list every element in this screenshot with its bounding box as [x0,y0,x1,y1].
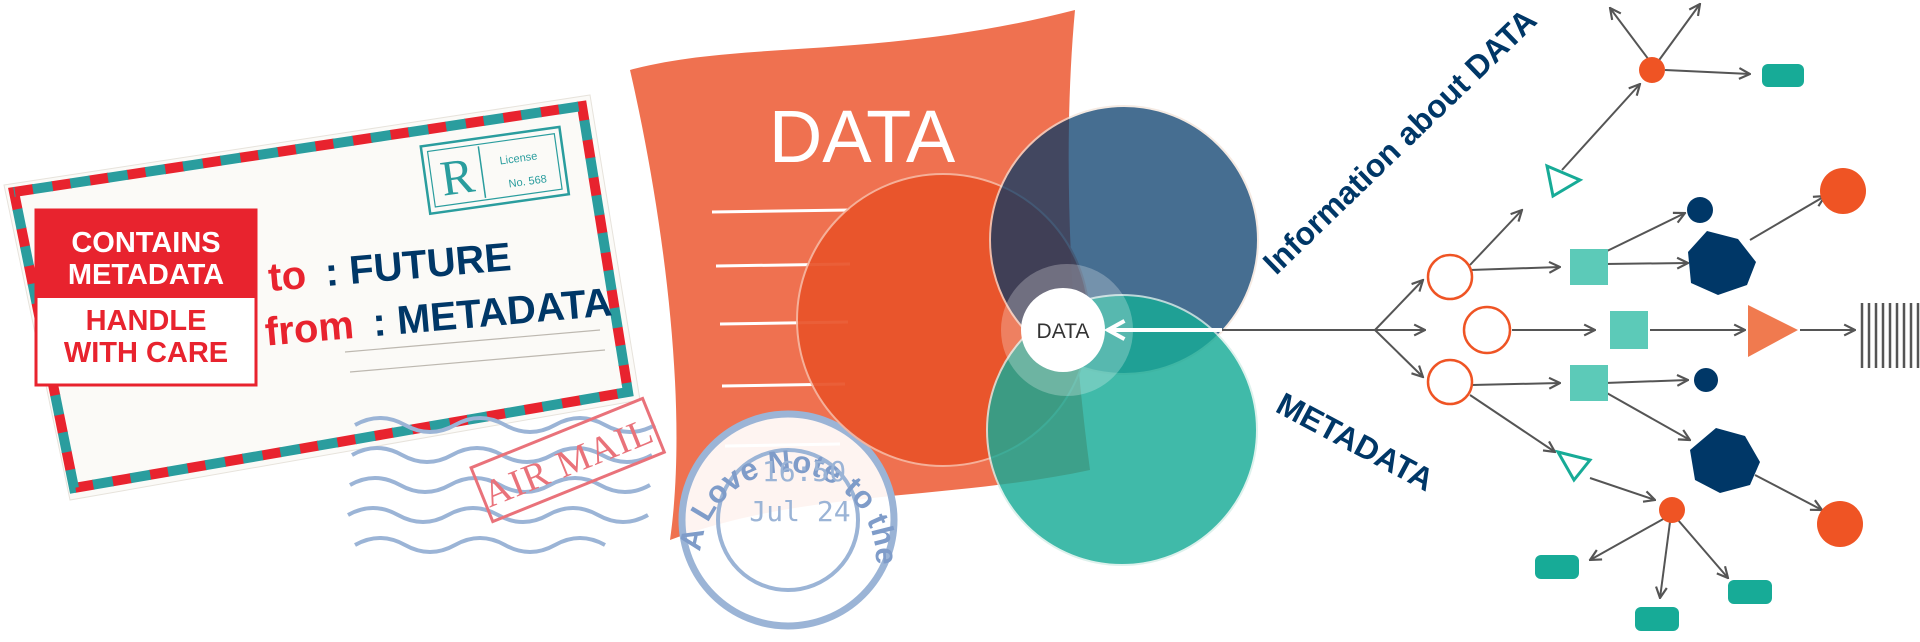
graph-edge [1374,329,1423,377]
node-teal-square [1610,311,1648,349]
label-metadata: METADATA [68,259,224,291]
node-orange-circle [1817,501,1863,547]
stamp-number: No. 568 [508,173,548,190]
airmail-border-teal [8,100,634,494]
warning-label: CONTAINS METADATA HANDLE WITH CARE [34,208,258,387]
venn-diagram: DATA [796,105,1259,566]
graph-edge [1656,4,1700,64]
label-with-care: WITH CARE [64,337,228,369]
node-teal-pill [1535,555,1579,579]
from-label: from [263,303,355,355]
node-hollow-triangle [1554,449,1593,483]
graph-edge [1604,263,1688,264]
node-orange-dot [1639,57,1665,83]
node-navy-hexagon [1690,428,1760,493]
postmark-time: 16:50 [762,455,846,488]
graph-edge [1374,280,1423,331]
graph-edge [1469,394,1555,452]
label-handle: HANDLE [86,305,207,337]
label-contains: CONTAINS [71,227,220,259]
venn-inner-circle [1021,288,1105,372]
graph-edge [1660,521,1671,598]
node-navy-hexagon [1688,231,1756,295]
node-orange-circle [1820,168,1866,214]
node-hollow-circle [1426,253,1474,301]
graph-edge [1471,383,1560,385]
node-orange-triangle [1748,305,1798,357]
node-teal-square [1570,365,1608,401]
node-teal-square [1570,249,1608,285]
address-lines [344,329,606,373]
info-about-data-label: Information about DATA [1256,2,1544,281]
node-hollow-triangle [1544,163,1584,199]
graph-edge [1469,210,1522,266]
graph-edge [1604,391,1690,440]
node-teal-pill [1762,64,1804,87]
graph-edge [1664,70,1750,74]
envelope: CONTAINS METADATA HANDLE WITH CARE to : … [3,94,667,554]
node-orange-dot [1659,497,1685,523]
node-hollow-circle [1462,305,1512,355]
graph-edge [1749,196,1825,241]
graph-edge [1754,474,1822,510]
graph-edge [1589,477,1655,500]
graph-edge [1604,213,1685,253]
airmail-border [8,100,634,494]
metadata-label: METADATA [1271,385,1440,498]
node-hollow-circle [1426,358,1474,406]
graph-edge [1604,380,1688,383]
metadata-graph [1222,4,1855,598]
node-navy-dot [1687,197,1713,223]
stamp-license: License [499,150,538,167]
venn-center-label: DATA [1037,320,1090,343]
graph-edge [1590,517,1666,560]
graph-edge [1469,267,1560,270]
node-teal-pill [1635,607,1679,631]
node-teal-pill [1728,580,1772,604]
graph-edge [1677,519,1728,578]
to-label: to [266,253,307,300]
graph-edge [1561,84,1640,171]
node-navy-dot [1694,368,1718,392]
node-barcode [1860,303,1920,368]
postmark-date: Jul 24 [749,495,850,528]
document-title: DATA [769,95,956,178]
graph-nodes [1426,57,1920,631]
